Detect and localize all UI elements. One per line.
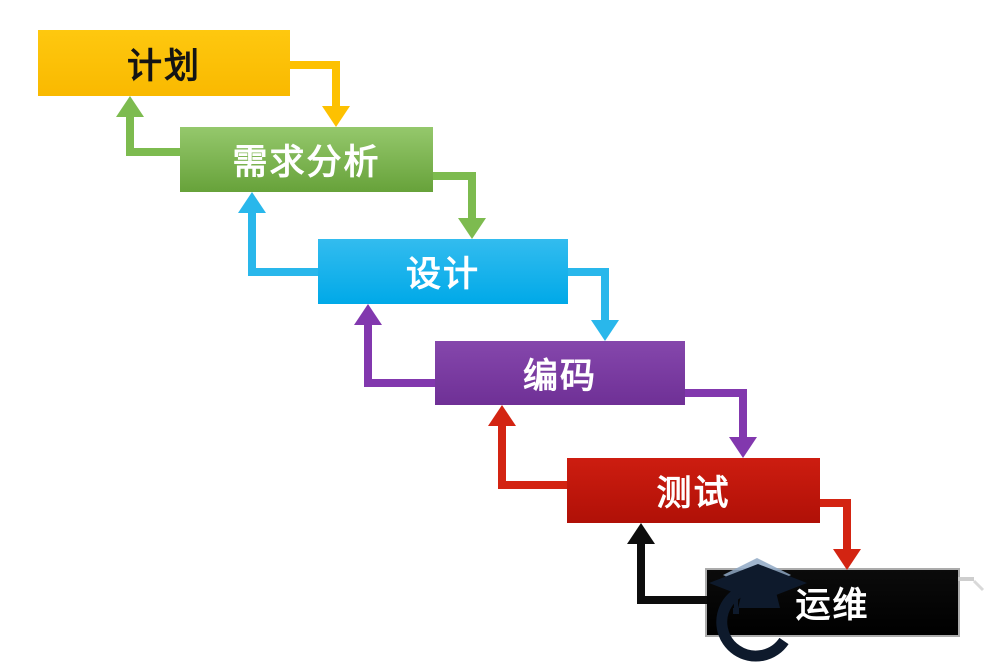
forward-arrowhead-2 xyxy=(591,320,619,341)
stage-label-coding: 编码 xyxy=(522,356,597,396)
stage-box-design: 设计 xyxy=(318,239,568,304)
stage-box-operations: 运维 xyxy=(707,570,958,635)
return-arrowhead-3 xyxy=(488,405,516,426)
stage-label-design: 设计 xyxy=(405,255,480,294)
forward-arrow-4 xyxy=(820,499,851,551)
forward-arrowhead-3 xyxy=(729,437,757,458)
forward-arrowhead-4 xyxy=(833,549,861,570)
return-arrow-4 xyxy=(637,542,707,604)
return-arrow-3 xyxy=(498,424,567,489)
forward-arrow-2 xyxy=(568,268,609,322)
return-arrowhead-1 xyxy=(238,192,266,213)
forward-arrowhead-0 xyxy=(322,106,350,127)
return-arrowhead-2 xyxy=(354,304,382,325)
forward-arrowhead-1 xyxy=(458,218,486,239)
forward-arrow-0 xyxy=(290,61,340,108)
stage-label-testing: 测试 xyxy=(656,474,731,513)
return-arrowhead-4 xyxy=(627,523,655,544)
stage-box-plan: 计划 xyxy=(38,30,290,96)
return-arrow-2 xyxy=(364,323,435,387)
stage-box-requirements: 需求分析 xyxy=(180,127,433,192)
forward-arrow-1 xyxy=(433,172,476,220)
stage-label-operations: 运维 xyxy=(795,586,870,625)
return-arrow-1 xyxy=(248,211,318,276)
return-arrow-0 xyxy=(126,115,180,156)
stage-box-coding: 编码 xyxy=(435,341,685,405)
return-arrowhead-0 xyxy=(116,96,144,117)
stage-box-testing: 测试 xyxy=(567,458,820,523)
stage-label-plan: 计划 xyxy=(126,46,201,86)
stage-label-requirements: 需求分析 xyxy=(232,143,381,182)
forward-arrow-3 xyxy=(685,389,747,439)
